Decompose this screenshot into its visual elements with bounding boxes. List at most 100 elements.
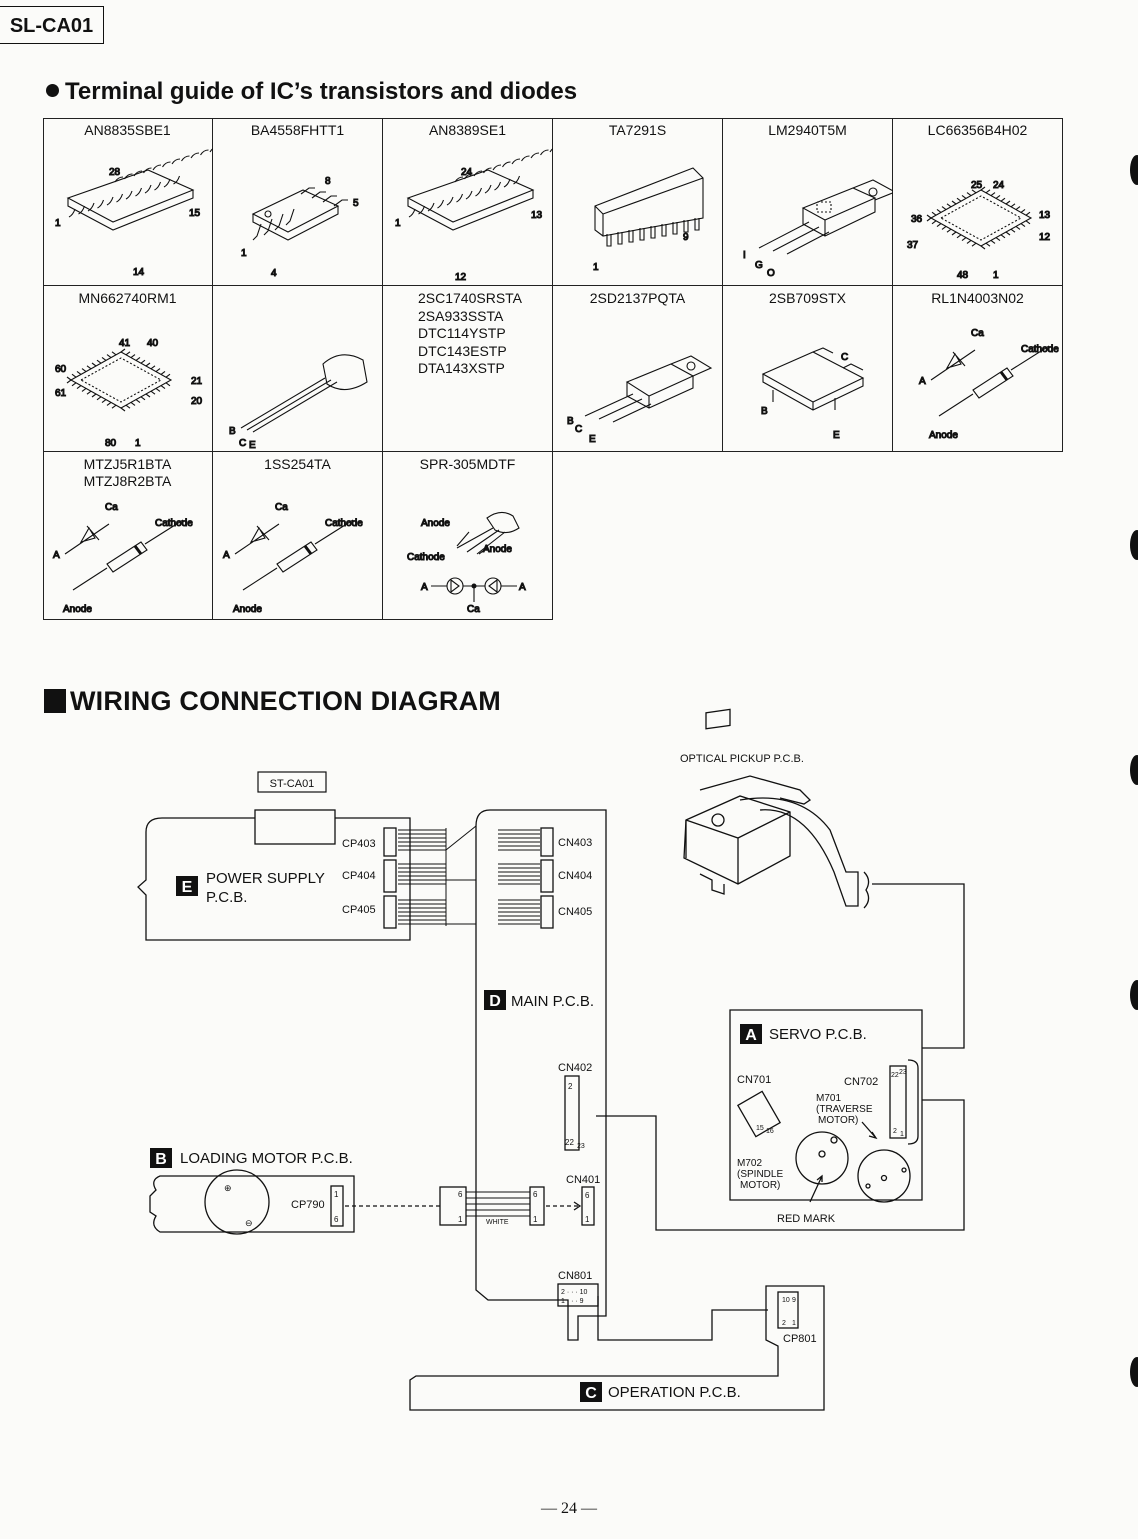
component-drawing: 28 15 1 14 <box>54 147 213 279</box>
svg-text:MOTOR): MOTOR) <box>818 1115 858 1126</box>
pin-label: A <box>519 582 526 593</box>
svg-text:1: 1 <box>458 1215 463 1224</box>
power-supply-board <box>137 817 411 941</box>
pin-label: 60 <box>55 364 67 375</box>
svg-text:1: 1 <box>533 1215 538 1224</box>
wire-color-label: WHITE <box>486 1219 509 1226</box>
optical-pickup-illustration <box>683 708 870 909</box>
pin-label: G <box>755 260 763 271</box>
pin-label: A <box>223 550 230 561</box>
svg-text:CP790: CP790 <box>291 1199 325 1211</box>
binder-hole <box>1130 1357 1138 1387</box>
pin-label: 5 <box>353 198 359 209</box>
pin-label: 13 <box>531 210 543 221</box>
square-bullet-icon <box>44 688 66 713</box>
loading-motor-board <box>149 1175 355 1233</box>
svg-text:CP403: CP403 <box>342 838 376 850</box>
wiring-diagram-title: WIRING CONNECTION DIAGRAM <box>44 686 501 717</box>
part-number: 1SS254TA <box>264 456 331 472</box>
pin-label: Cathode <box>155 518 193 529</box>
part-number: LM2940T5M <box>768 122 847 138</box>
main-label: MAIN P.C.B. <box>511 993 594 1010</box>
pin-label: 24 <box>993 180 1005 191</box>
part-number: BA4558FHTT1 <box>250 122 345 138</box>
red-mark-label: RED MARK <box>777 1213 836 1225</box>
pin-label: A <box>421 582 428 593</box>
pin-label: 28 <box>109 167 121 178</box>
pin-label: Anode <box>421 518 450 529</box>
pin-label: Cathode <box>325 518 363 529</box>
svg-text:1: 1 <box>334 1190 339 1199</box>
svg-text:(TRAVERSE: (TRAVERSE <box>816 1104 873 1115</box>
operation-label: OPERATION P.C.B. <box>608 1384 741 1401</box>
binder-hole <box>1130 755 1138 785</box>
pin-label: C <box>575 424 582 435</box>
svg-text:2: 2 <box>568 1082 573 1091</box>
main-board <box>475 809 607 1341</box>
pin-label: 41 <box>119 338 131 349</box>
svg-text:CN801: CN801 <box>558 1270 592 1282</box>
pin-label: 14 <box>133 267 145 278</box>
pin-label: E <box>833 430 840 441</box>
svg-text:(SPINDLE: (SPINDLE <box>737 1169 783 1180</box>
part-number: SPR-305MDTF <box>419 456 516 472</box>
pin-label: 24 <box>461 167 473 178</box>
pin-label: 13 <box>1039 210 1051 221</box>
optical-pickup-label: OPTICAL PICKUP P.C.B. <box>680 753 804 765</box>
servo-label: SERVO P.C.B. <box>769 1026 867 1043</box>
pin-label: Cathode <box>1021 344 1059 355</box>
part-number: MTZJ5R1BTA MTZJ8R2BTA <box>83 456 172 489</box>
part-number: AN8389SE1 <box>428 122 507 138</box>
pin-label: 1 <box>993 270 999 281</box>
part-number: TA7291S <box>608 122 667 138</box>
pin-label: Anode <box>483 544 512 555</box>
svg-text:6: 6 <box>585 1191 590 1200</box>
svg-text:6: 6 <box>533 1190 538 1199</box>
pin-label: 1 <box>55 218 61 229</box>
pin-label: 21 <box>191 376 203 387</box>
pin-label: 15 <box>189 208 201 219</box>
part-number: 2SD2137PQTA <box>589 290 686 306</box>
spindle-motor <box>795 1131 849 1185</box>
terminal-cell: 2SC1740SRSTA 2SA933SSTA DTC114YSTP DTC14… <box>383 286 553 452</box>
svg-text:2: 2 <box>782 1320 786 1327</box>
binder-hole <box>1130 155 1138 185</box>
pin-label: 48 <box>957 270 969 281</box>
part-number: LC66356B4H02 <box>927 122 1028 138</box>
svg-text:P.C.B.: P.C.B. <box>206 889 247 906</box>
pin-label: 1 <box>135 438 141 449</box>
svg-text:2 · · · 10: 2 · · · 10 <box>561 1289 588 1296</box>
svg-text:C: C <box>585 1385 597 1402</box>
svg-text:B: B <box>155 1151 167 1168</box>
pin-label: C <box>841 352 848 363</box>
pin-label: B <box>229 426 236 437</box>
part-number: RL1N4003N02 <box>931 290 1024 306</box>
pin-label: O <box>767 268 775 279</box>
svg-text:M702: M702 <box>737 1158 762 1169</box>
pin-label: Ca <box>275 502 288 513</box>
pin-label: E <box>589 434 596 445</box>
svg-text:CN701: CN701 <box>737 1074 771 1086</box>
traverse-motor <box>857 1149 911 1203</box>
svg-text:CP801: CP801 <box>783 1333 817 1345</box>
svg-text:1 · · · 9: 1 · · · 9 <box>561 1298 584 1305</box>
pin-label: 61 <box>55 388 67 399</box>
svg-text:22: 22 <box>891 1072 899 1079</box>
pin-label: 9 <box>683 232 689 243</box>
pin-label: 8 <box>325 176 331 187</box>
svg-text:CN401: CN401 <box>566 1174 600 1186</box>
component-drawing: BCE <box>566 355 713 446</box>
badge-e <box>176 876 198 896</box>
badge-c <box>580 1382 602 1402</box>
pin-label: 80 <box>105 438 117 449</box>
svg-text:CP404: CP404 <box>342 870 376 882</box>
model-number: SL-CA01 <box>0 6 104 44</box>
pin-label: 36 <box>911 214 923 225</box>
svg-text:6: 6 <box>334 1215 339 1224</box>
